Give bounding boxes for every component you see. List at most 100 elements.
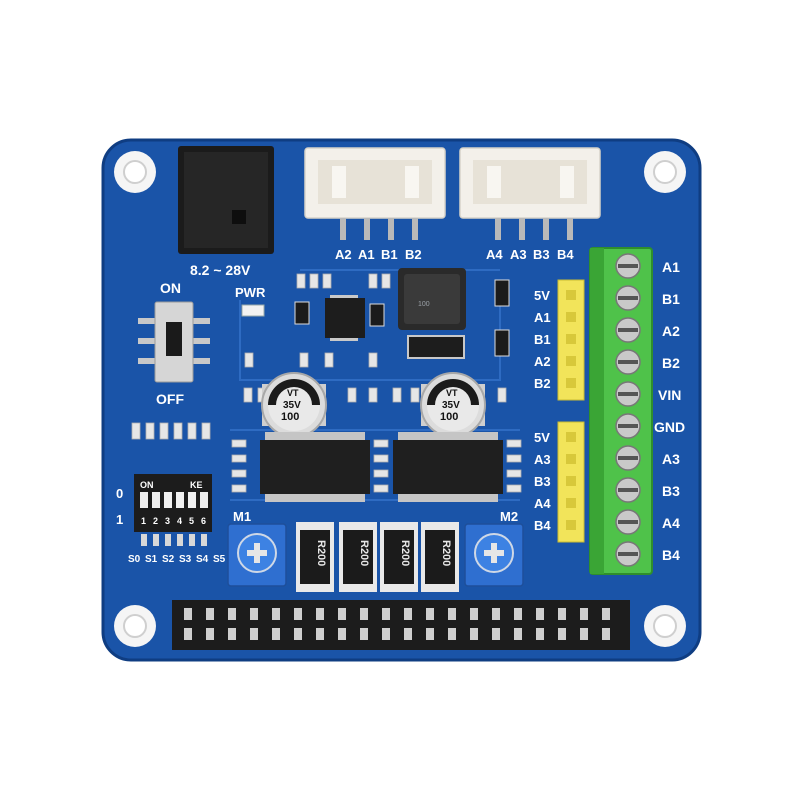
dip-num-4: 4 bbox=[177, 516, 182, 526]
sense-resistor-2: R200 bbox=[339, 522, 377, 592]
terminal-label-5: GND bbox=[654, 419, 685, 435]
terminal-label-2: A2 bbox=[662, 323, 680, 339]
gpio-pin bbox=[536, 628, 544, 640]
gpio-pin bbox=[228, 628, 236, 640]
capacitor-1-series: VT bbox=[287, 388, 299, 398]
gpio-pin bbox=[338, 608, 346, 620]
pin-header-bottom[interactable] bbox=[557, 421, 585, 543]
pin-header-top[interactable] bbox=[557, 279, 585, 401]
header-bottom-label-4: B4 bbox=[534, 518, 551, 533]
m1-label: M1 bbox=[233, 509, 251, 524]
dip-num-3: 3 bbox=[165, 516, 170, 526]
ic-side-smd bbox=[231, 439, 522, 493]
resistor-small-3 bbox=[494, 279, 510, 307]
capacitor-2-value: 100 bbox=[440, 411, 458, 423]
gpio-pin bbox=[514, 608, 522, 620]
dip-num-5: 5 bbox=[189, 516, 194, 526]
capacitor-1-voltage: 35V bbox=[283, 400, 301, 411]
m2-label: M2 bbox=[500, 509, 518, 524]
gpio-pin bbox=[294, 608, 302, 620]
dip-num-1: 1 bbox=[141, 516, 146, 526]
terminal-label-1: B1 bbox=[662, 291, 680, 307]
terminal-label-3: B2 bbox=[662, 355, 680, 371]
gpio-pin bbox=[448, 608, 456, 620]
pwr-led bbox=[241, 304, 265, 317]
driver-ic-2 bbox=[393, 432, 503, 502]
gpio-pin bbox=[514, 628, 522, 640]
regulator-ic bbox=[325, 295, 365, 341]
gpio-pin bbox=[316, 608, 324, 620]
dip-one-label: 1 bbox=[116, 512, 123, 527]
dip-num-6: 6 bbox=[201, 516, 206, 526]
gpio-pin bbox=[250, 628, 258, 640]
gpio-pin bbox=[184, 608, 192, 620]
dc-power-jack[interactable] bbox=[178, 146, 274, 254]
gpio-pin bbox=[316, 628, 324, 640]
sense-resistor-1: R200 bbox=[296, 522, 334, 592]
mounting-hole-top-left bbox=[114, 151, 156, 193]
dip-bottom-s4: S4 bbox=[196, 554, 209, 565]
resistor-small-1 bbox=[294, 301, 310, 325]
capacitor-2-voltage: 35V bbox=[442, 400, 460, 411]
dip-bottom-s5: S5 bbox=[213, 554, 226, 565]
gpio-pin bbox=[426, 628, 434, 640]
gpio-pin bbox=[580, 628, 588, 640]
header-top-label-3: A2 bbox=[534, 354, 551, 369]
gpio-pin bbox=[470, 608, 478, 620]
gpio-pin bbox=[580, 608, 588, 620]
gpio-pin bbox=[184, 628, 192, 640]
gpio-pin bbox=[426, 608, 434, 620]
header-top-label-4: B2 bbox=[534, 376, 551, 391]
connector-b-label-1: A3 bbox=[510, 247, 527, 262]
mounting-hole-bottom-right bbox=[644, 605, 686, 647]
power-slide-switch[interactable] bbox=[138, 301, 210, 383]
switch-off-label: OFF bbox=[156, 391, 184, 407]
pwr-label: PWR bbox=[235, 285, 266, 300]
gpio-pin bbox=[404, 608, 412, 620]
gpio-pin bbox=[404, 628, 412, 640]
connector-a-label-0: A2 bbox=[335, 247, 352, 262]
header-bottom-label-1: A3 bbox=[534, 452, 551, 467]
gpio-pin bbox=[602, 608, 610, 620]
connector-pins bbox=[340, 218, 573, 240]
connector-motor-2[interactable] bbox=[459, 147, 601, 219]
connector-b-label-2: B3 bbox=[533, 247, 550, 262]
resistor-small-2 bbox=[369, 303, 385, 327]
dip-switch[interactable] bbox=[134, 474, 212, 532]
diode bbox=[407, 335, 465, 359]
sense-resistor-1-label: R200 bbox=[315, 540, 327, 566]
mounting-hole-bottom-left bbox=[114, 605, 156, 647]
terminal-label-7: B3 bbox=[662, 483, 680, 499]
potentiometer-m2[interactable] bbox=[464, 523, 524, 587]
gpio-pin bbox=[558, 608, 566, 620]
dip-on-label: ON bbox=[140, 480, 154, 490]
capacitor-2-series: VT bbox=[446, 388, 458, 398]
connector-b-label-3: B4 bbox=[557, 247, 574, 262]
header-bottom-label-2: B3 bbox=[534, 474, 551, 489]
terminal-label-0: A1 bbox=[662, 259, 680, 275]
gpio-pin bbox=[338, 628, 346, 640]
dip-ke-label: KE bbox=[190, 480, 203, 490]
header-bottom-label-0: 5V bbox=[534, 430, 550, 445]
dip-switch-resistors bbox=[131, 422, 211, 440]
terminal-screws bbox=[615, 253, 641, 567]
gpio-pin bbox=[294, 628, 302, 640]
gpio-header[interactable] bbox=[172, 600, 630, 650]
capacitor-2: 100 35V VT bbox=[420, 372, 486, 438]
dip-bottom-s2: S2 bbox=[162, 554, 175, 565]
terminal-label-6: A3 bbox=[662, 451, 680, 467]
pcb-board-edge bbox=[101, 138, 702, 662]
sense-resistor-3-label: R200 bbox=[399, 540, 411, 566]
dip-num-2: 2 bbox=[153, 516, 158, 526]
gpio-pin bbox=[448, 628, 456, 640]
connector-motor-1[interactable] bbox=[304, 147, 446, 219]
header-top-label-0: 5V bbox=[534, 288, 550, 303]
gpio-pin bbox=[360, 608, 368, 620]
capacitor-1-value: 100 bbox=[281, 411, 299, 423]
dip-zero-label: 0 bbox=[116, 486, 123, 501]
gpio-pin bbox=[382, 628, 390, 640]
potentiometer-m1[interactable] bbox=[227, 523, 287, 587]
gpio-pin bbox=[206, 608, 214, 620]
terminal-label-4: VIN bbox=[658, 387, 681, 403]
